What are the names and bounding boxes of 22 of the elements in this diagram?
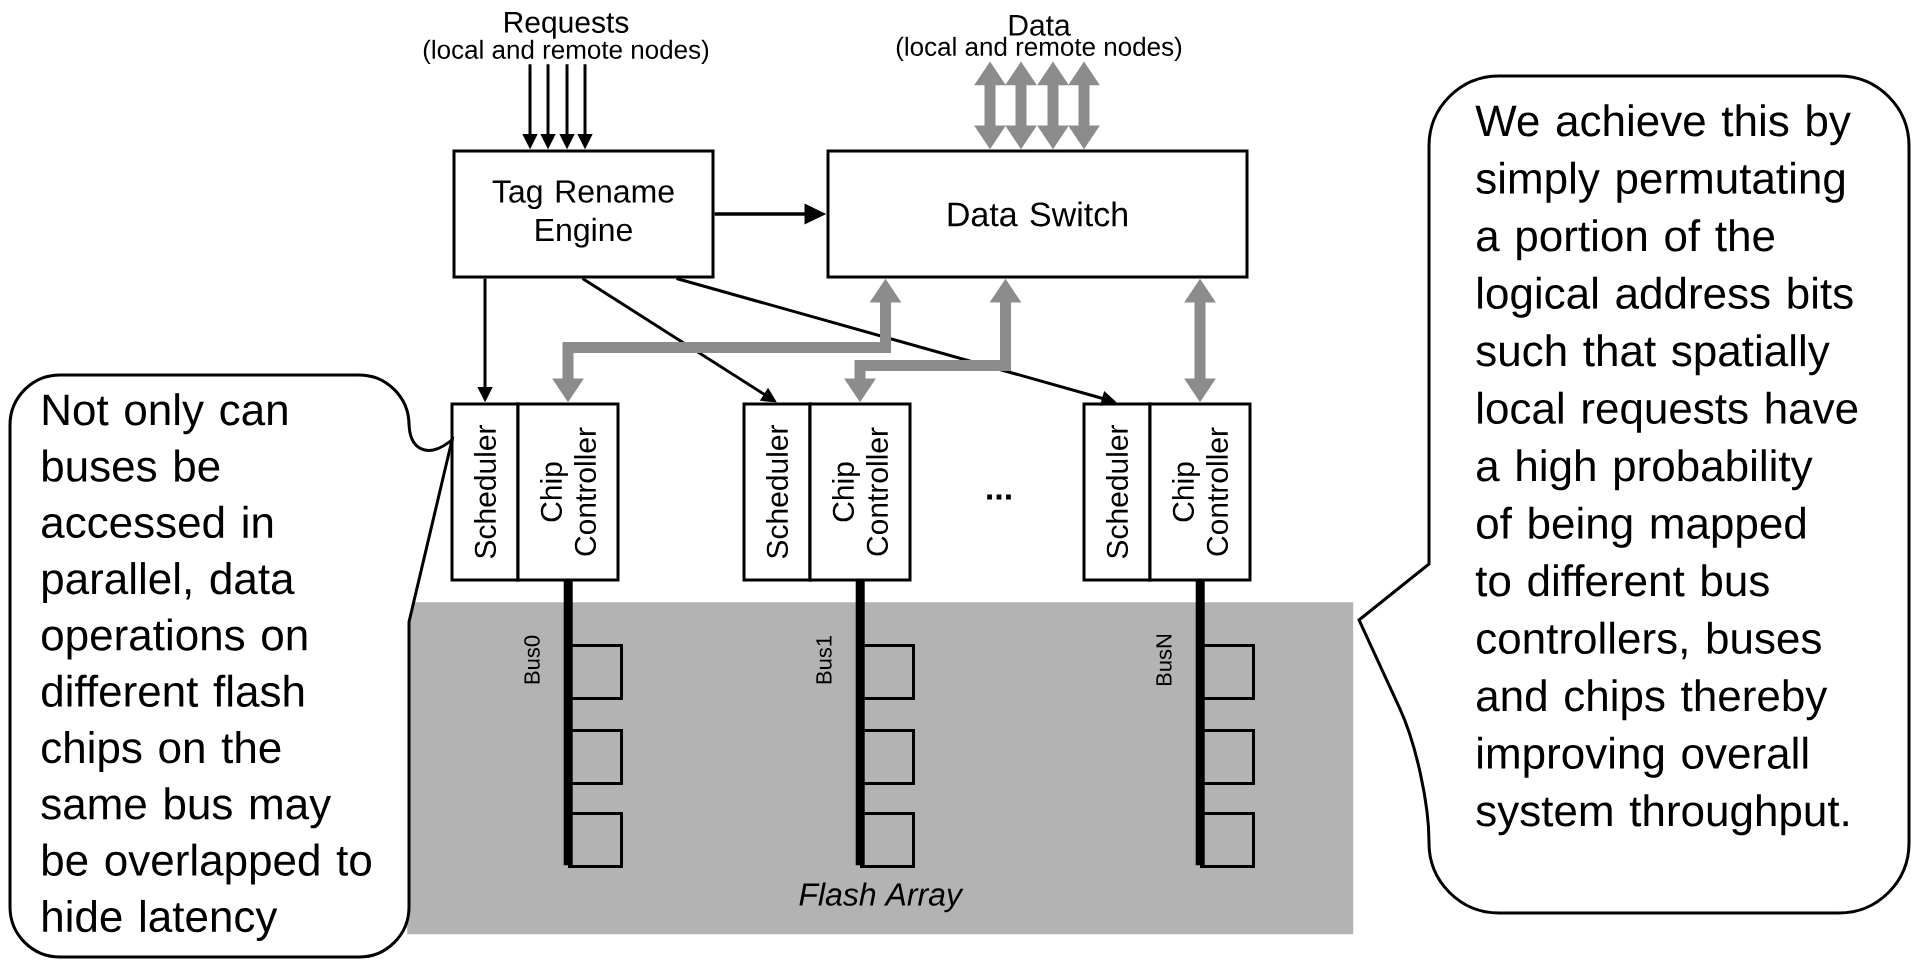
speech-bubble: We achieve this by simply permutating a portion of the logical address bits such that spatially local requests have a high probability of being mapped to different bus controllers, buses and chips thereby improving overall system throughput. [1357, 74, 1911, 915]
heading-text: Requests (local and remote nodes) [423, 11, 709, 65]
heading-text: Data (local and remote nodes) [896, 14, 1182, 62]
bus-label: Bus0 [524, 635, 540, 684]
ellipsis: ... [987, 494, 1011, 500]
scheduler-box: Scheduler [1082, 402, 1152, 582]
chip-box [860, 812, 915, 868]
scheduler-box: Scheduler [742, 402, 812, 582]
scheduler-box: Scheduler [450, 402, 520, 582]
chip-box [568, 812, 623, 868]
bus-label: BusN [1156, 634, 1172, 686]
controller-box: Chip Controller [808, 402, 912, 582]
bus-bar [1195, 580, 1205, 866]
controller-box: Chip Controller [516, 402, 620, 582]
process-box: Tag Rename Engine [452, 149, 715, 279]
process-box: Data Switch [826, 149, 1249, 279]
bus-bar [855, 580, 865, 866]
bus-bar [563, 580, 573, 866]
chip-box [1200, 812, 1255, 868]
bus-label: Bus1 [816, 636, 832, 684]
speech-bubble: Not only can buses be accessed in parallel, data operations on different flash chips on the same bus may be overlapped to hide latency [8, 373, 454, 959]
controller-box: Chip Controller [1148, 402, 1252, 582]
